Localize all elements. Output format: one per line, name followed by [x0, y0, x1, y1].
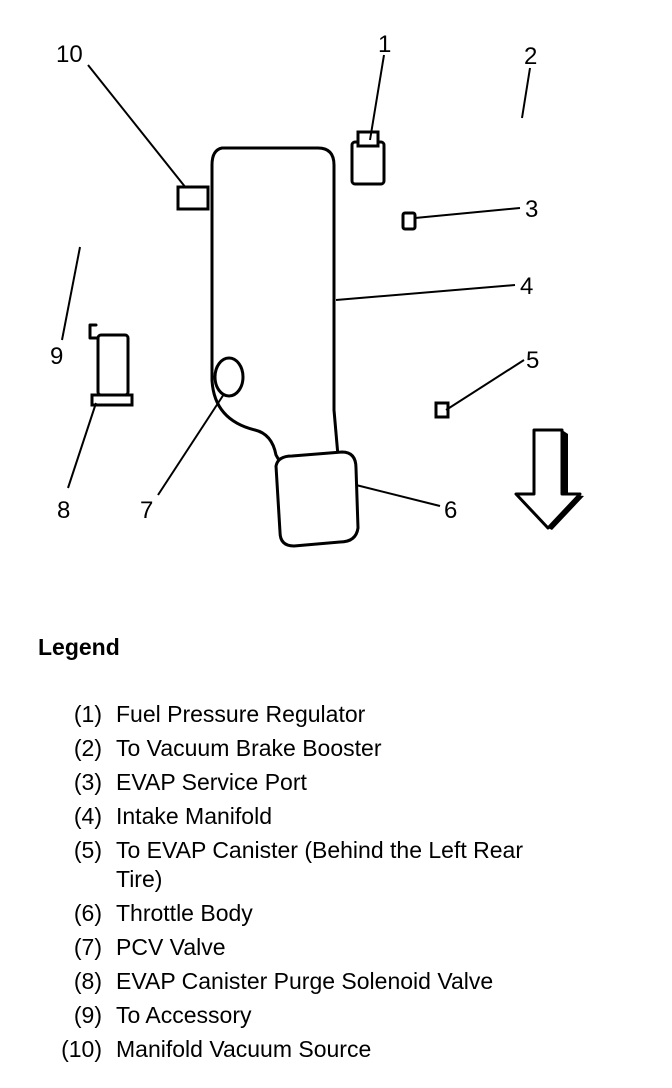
throttle-body — [274, 450, 360, 548]
evap-service-port — [401, 211, 417, 231]
leader-lines — [61, 54, 531, 507]
manifold-vacuum-source — [176, 185, 210, 211]
legend-item: (6) Throttle Body — [40, 899, 640, 928]
legend-item: (10) Manifold Vacuum Source — [40, 1035, 640, 1064]
legend-list: (1) Fuel Pressure Regulator (2) To Vacuu… — [40, 700, 640, 1069]
legend-number: (5) — [73, 837, 102, 863]
callout-1: 1 — [378, 31, 391, 58]
legend-label: Manifold Vacuum Source — [116, 1036, 372, 1062]
legend-label: Fuel Pressure Regulator — [116, 701, 366, 727]
legend-number: (3) — [73, 769, 102, 795]
fuel-pressure-regulator — [350, 140, 386, 186]
callout-5: 5 — [526, 347, 539, 374]
legend-number: (4) — [73, 803, 102, 829]
front-direction-arrow-shadow — [548, 430, 584, 530]
legend-title: Legend — [38, 634, 120, 660]
legend-number: (9) — [73, 1002, 102, 1028]
callout-9: 9 — [50, 343, 63, 370]
callout-2: 2 — [524, 43, 537, 70]
legend-number: (2) — [73, 735, 102, 761]
legend-label: To EVAP Canister (Behind the Left Rear T… — [116, 837, 523, 892]
legend-number: (10) — [61, 1036, 102, 1062]
legend-item: (1) Fuel Pressure Regulator — [40, 700, 640, 729]
purge-solenoid-valve — [96, 333, 130, 397]
legend-label: EVAP Service Port — [116, 769, 307, 795]
callout-8: 8 — [57, 497, 70, 524]
legend-label: EVAP Canister Purge Solenoid Valve — [116, 968, 494, 994]
intake-manifold — [210, 146, 340, 464]
legend-item: (3) EVAP Service Port — [40, 768, 640, 797]
purge-solenoid-base — [90, 393, 134, 407]
callout-7: 7 — [140, 497, 153, 524]
legend-label: Intake Manifold — [116, 803, 272, 829]
legend-item: (9) To Accessory — [40, 1001, 640, 1030]
legend-item: (5) To EVAP Canister (Behind the Left Re… — [40, 836, 640, 894]
pcv-valve — [213, 356, 245, 398]
legend-item: (2) To Vacuum Brake Booster — [40, 734, 640, 763]
legend-item: (4) Intake Manifold — [40, 802, 640, 831]
legend-number: (1) — [73, 701, 102, 727]
callout-10: 10 — [56, 41, 83, 68]
purge-solenoid-connector — [88, 323, 100, 340]
legend-label: To Vacuum Brake Booster — [116, 735, 382, 761]
legend-item: (8) EVAP Canister Purge Solenoid Valve — [40, 967, 640, 996]
evap-canister-fitting — [434, 401, 450, 419]
legend-number: (8) — [73, 968, 102, 994]
callout-4: 4 — [520, 273, 533, 300]
legend-number: (6) — [73, 900, 102, 926]
legend-label: To Accessory — [116, 1002, 252, 1028]
vacuum-hose-diagram: 1 2 3 4 5 6 7 8 9 10 — [50, 31, 600, 548]
fuel-pressure-regulator-cap — [356, 130, 380, 148]
callout-3: 3 — [525, 196, 538, 223]
legend-label: Throttle Body — [116, 900, 253, 926]
legend-item: (7) PCV Valve — [40, 933, 640, 962]
legend-label: PCV Valve — [116, 934, 226, 960]
legend-number: (7) — [73, 934, 102, 960]
front-direction-arrow-icon — [514, 428, 582, 530]
callout-6: 6 — [444, 497, 457, 524]
